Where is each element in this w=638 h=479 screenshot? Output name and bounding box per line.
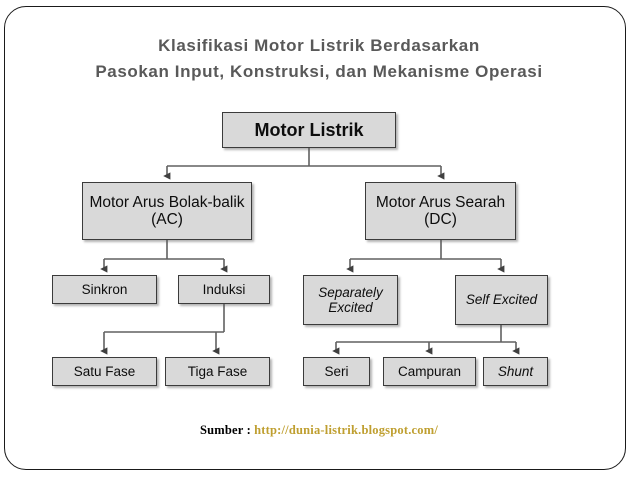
node-separately-excited[interactable]: Separately Excited [303,275,398,325]
source-label: Sumber : [199,423,251,437]
title-line-1: Klasifikasi Motor Listrik Berdasarkan [158,36,480,55]
source-url-link[interactable]: http://dunia-listrik.blogspot.com/ [254,423,439,437]
node-label: Motor Arus Bolak-balik (AC) [89,193,245,228]
node-tiga-fase[interactable]: Tiga Fase [165,357,270,386]
page-title: Klasifikasi Motor Listrik Berdasarkan Pa… [0,33,638,85]
node-sinkron[interactable]: Sinkron [52,275,157,304]
node-label: Sinkron [81,281,128,297]
node-label: Self Excited [465,292,538,308]
node-campuran[interactable]: Campuran [383,357,476,386]
title-line-2: Pasokan Input, Konstruksi, dan Mekanisme… [95,62,543,81]
node-shunt[interactable]: Shunt [483,357,548,386]
node-motor-arus-searah-dc[interactable]: Motor Arus Searah (DC) [365,182,516,240]
node-self-excited[interactable]: Self Excited [455,275,548,325]
source-credit: Sumber : http://dunia-listrik.blogspot.c… [0,423,638,438]
node-label: Induksi [202,281,246,297]
node-label: Motor Arus Searah (DC) [375,193,506,228]
node-motor-arus-bolak-balik-ac[interactable]: Motor Arus Bolak-balik (AC) [82,182,252,240]
node-motor-listrik[interactable]: Motor Listrik [222,112,396,148]
node-label: Campuran [397,363,462,379]
node-label: Shunt [497,363,534,379]
node-label: Satu Fase [73,363,136,379]
node-satu-fase[interactable]: Satu Fase [52,357,157,386]
node-label: Tiga Fase [187,363,248,379]
node-label: Motor Listrik [254,119,364,140]
node-label: Separately Excited [318,284,383,315]
node-seri[interactable]: Seri [303,357,370,386]
node-induksi[interactable]: Induksi [178,275,270,304]
node-label: Seri [324,363,349,379]
